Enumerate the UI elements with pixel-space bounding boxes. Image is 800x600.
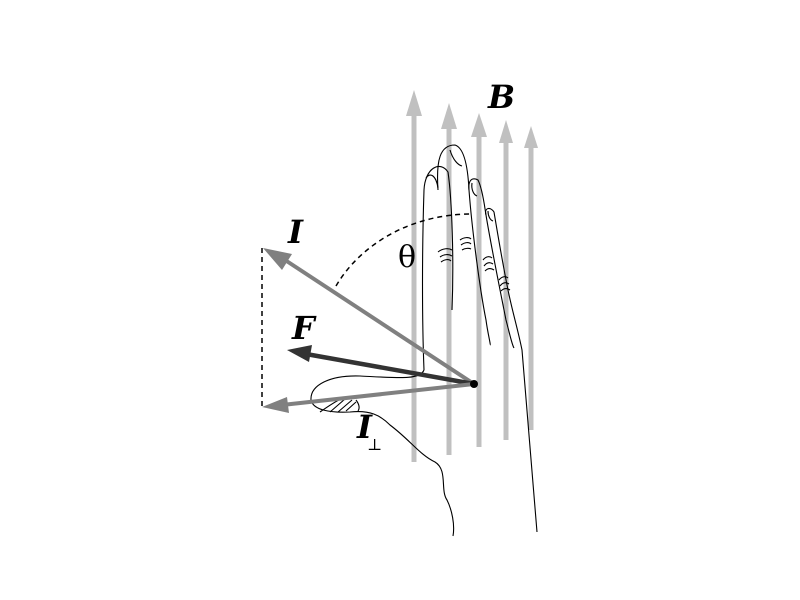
current-label: I: [287, 213, 304, 251]
force-vector: [287, 345, 475, 387]
perp-subscript: ⊥: [367, 435, 382, 454]
magnetic-field-arrows: [406, 90, 538, 462]
field-arrow: [471, 113, 487, 447]
field-arrow: [524, 126, 538, 430]
hand-outline: [310, 144, 538, 537]
current-vector: [263, 248, 476, 386]
current-perp-label: I: [356, 408, 373, 446]
field-arrow: [406, 90, 422, 462]
field-arrow: [441, 103, 457, 455]
force-label: F: [291, 309, 317, 347]
angle-label: θ: [398, 240, 416, 275]
field-label: B: [487, 78, 515, 116]
field-arrow: [499, 120, 513, 440]
current-perp-vector: [262, 382, 475, 413]
origin-point: [470, 380, 478, 388]
angle-arc: [335, 213, 473, 287]
